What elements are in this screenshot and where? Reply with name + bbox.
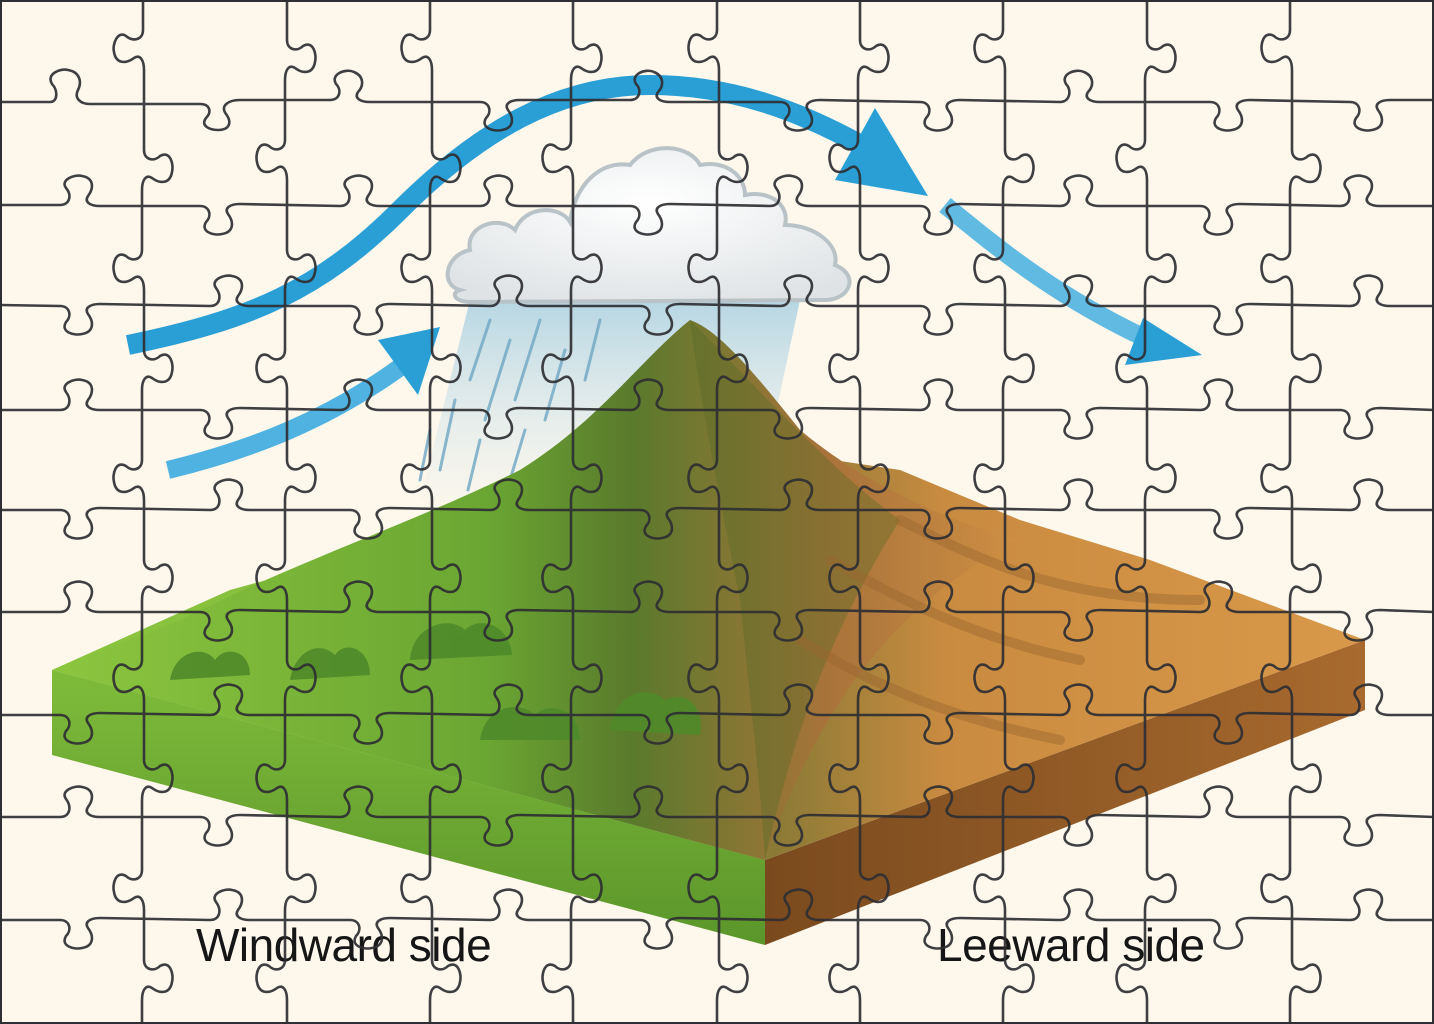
terrain-block [52, 320, 1365, 945]
windward-side-label: Windward side [196, 919, 492, 971]
moist-air-arrow-lower [165, 352, 416, 479]
descending-air-arrow [939, 198, 1164, 354]
leeward-side-label: Leeward side [937, 919, 1205, 971]
rain-cloud [445, 146, 852, 305]
arrowhead-upper [835, 108, 928, 196]
